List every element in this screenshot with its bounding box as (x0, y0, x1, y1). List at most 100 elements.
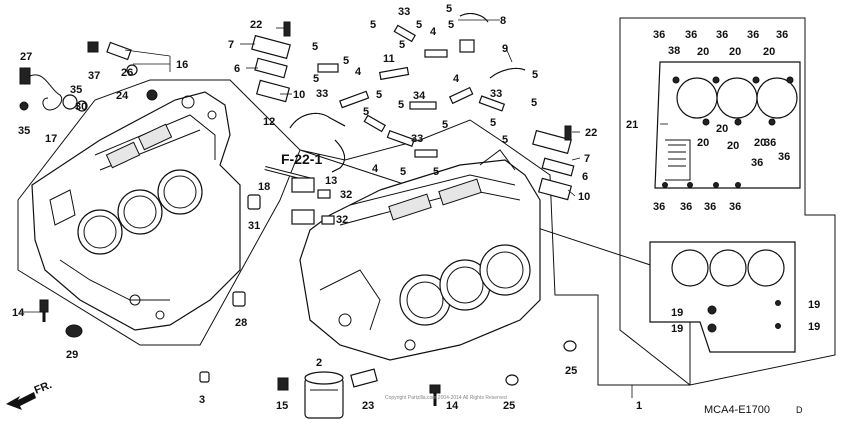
callout: 24 (116, 90, 129, 102)
head-gasket (654, 61, 801, 189)
callout: 19 (671, 307, 683, 319)
callout: 16 (176, 59, 188, 71)
callout: 5 (446, 3, 452, 15)
callout: 36 (751, 157, 763, 169)
callout: 5 (448, 19, 454, 31)
callout: 5 (399, 39, 405, 51)
callout: 14 (446, 400, 459, 412)
callout: 5 (343, 55, 349, 67)
callout: 4 (453, 73, 460, 85)
callout: 4 (430, 26, 437, 38)
small-hardware (19, 21, 577, 419)
callout: 22 (585, 127, 597, 139)
callout: 23 (362, 400, 374, 412)
callout-labels: 1 2 3 4 4 4 4 5 5 5 5 5 5 5 5 5 5 5 5 5 … (12, 3, 820, 412)
base-gasket (649, 241, 796, 353)
callout: 5 (312, 41, 318, 53)
upper-crankcase (31, 91, 241, 331)
callout: 6 (234, 63, 240, 75)
callout: 5 (370, 19, 376, 31)
hoses-and-pipes (289, 13, 526, 173)
callout: 12 (263, 116, 275, 128)
callout: 8 (500, 15, 506, 27)
breather-plates (251, 34, 575, 201)
callout: 3 (199, 394, 205, 406)
callout: 27 (20, 51, 32, 63)
drawing-code: MCA4-E1700 (704, 404, 770, 416)
callout: 5 (502, 134, 508, 146)
callout: 28 (235, 317, 247, 329)
callout: 20 (697, 46, 709, 58)
callout: 20 (716, 123, 728, 135)
callout: 5 (532, 69, 538, 81)
callout: 4 (372, 163, 379, 175)
callout: 18 (258, 181, 270, 193)
callout: 36 (653, 201, 665, 213)
section-reference: F-22-1 (281, 151, 322, 167)
drawing-suffix: D (796, 405, 803, 415)
callout: 20 (763, 46, 775, 58)
callout: 38 (668, 45, 680, 57)
callout: 32 (336, 214, 348, 226)
callout: 33 (490, 88, 502, 100)
callout: 36 (729, 201, 741, 213)
lower-crankcase (299, 149, 541, 361)
callout: 37 (88, 70, 100, 82)
callout: 5 (376, 89, 382, 101)
front-arrow-icon (6, 392, 36, 410)
callout: 5 (398, 99, 404, 111)
callout: 1 (636, 400, 642, 412)
callout: 36 (764, 137, 776, 149)
callout: 11 (383, 53, 395, 65)
callout: 15 (276, 400, 288, 412)
front-direction-indicator: FR. (6, 379, 54, 410)
callout: 20 (754, 137, 766, 149)
callout: 4 (355, 66, 362, 78)
callout: 5 (313, 73, 319, 85)
callout: 36 (716, 29, 728, 41)
callout: 14 (12, 307, 25, 319)
callout: 2 (316, 357, 322, 369)
callout: 36 (653, 29, 665, 41)
callout: 36 (685, 29, 697, 41)
callout: 19 (671, 323, 683, 335)
callout: 36 (680, 201, 692, 213)
callout: 36 (776, 29, 788, 41)
callout: 31 (248, 220, 260, 232)
callout: 29 (66, 349, 78, 361)
callout: 34 (413, 90, 426, 102)
callout: 17 (45, 133, 57, 145)
copyright-watermark: Copyright Partzilla.com 2004-2014 All Ri… (385, 395, 507, 401)
callout: 32 (340, 189, 352, 201)
callout: 20 (697, 137, 709, 149)
callout: 20 (729, 46, 741, 58)
callout: 25 (503, 400, 515, 412)
callout: 33 (316, 88, 328, 100)
gasket-inset-boundary (619, 17, 836, 386)
callout: 19 (808, 299, 820, 311)
callout: 33 (398, 6, 410, 18)
callout: 9 (502, 43, 508, 55)
callout: 5 (531, 97, 537, 109)
callout: 5 (400, 166, 406, 178)
callout: 25 (565, 365, 577, 377)
callout: 19 (808, 321, 820, 333)
callout: 35 (18, 125, 30, 137)
callout: 5 (433, 166, 439, 178)
callout: 26 (121, 67, 133, 79)
callout: 36 (704, 201, 716, 213)
callout: 13 (325, 175, 337, 187)
callout: 20 (727, 140, 739, 152)
front-label: FR. (33, 379, 54, 397)
callout: 22 (250, 19, 262, 31)
callout: 21 (626, 119, 638, 131)
leader-lines (20, 19, 668, 398)
callout: 5 (442, 119, 448, 131)
callout: 36 (747, 29, 759, 41)
callout: 5 (363, 106, 369, 118)
callout: 36 (778, 151, 790, 163)
callout: 5 (490, 117, 496, 129)
callout: 5 (416, 19, 422, 31)
callout: 7 (584, 153, 590, 165)
